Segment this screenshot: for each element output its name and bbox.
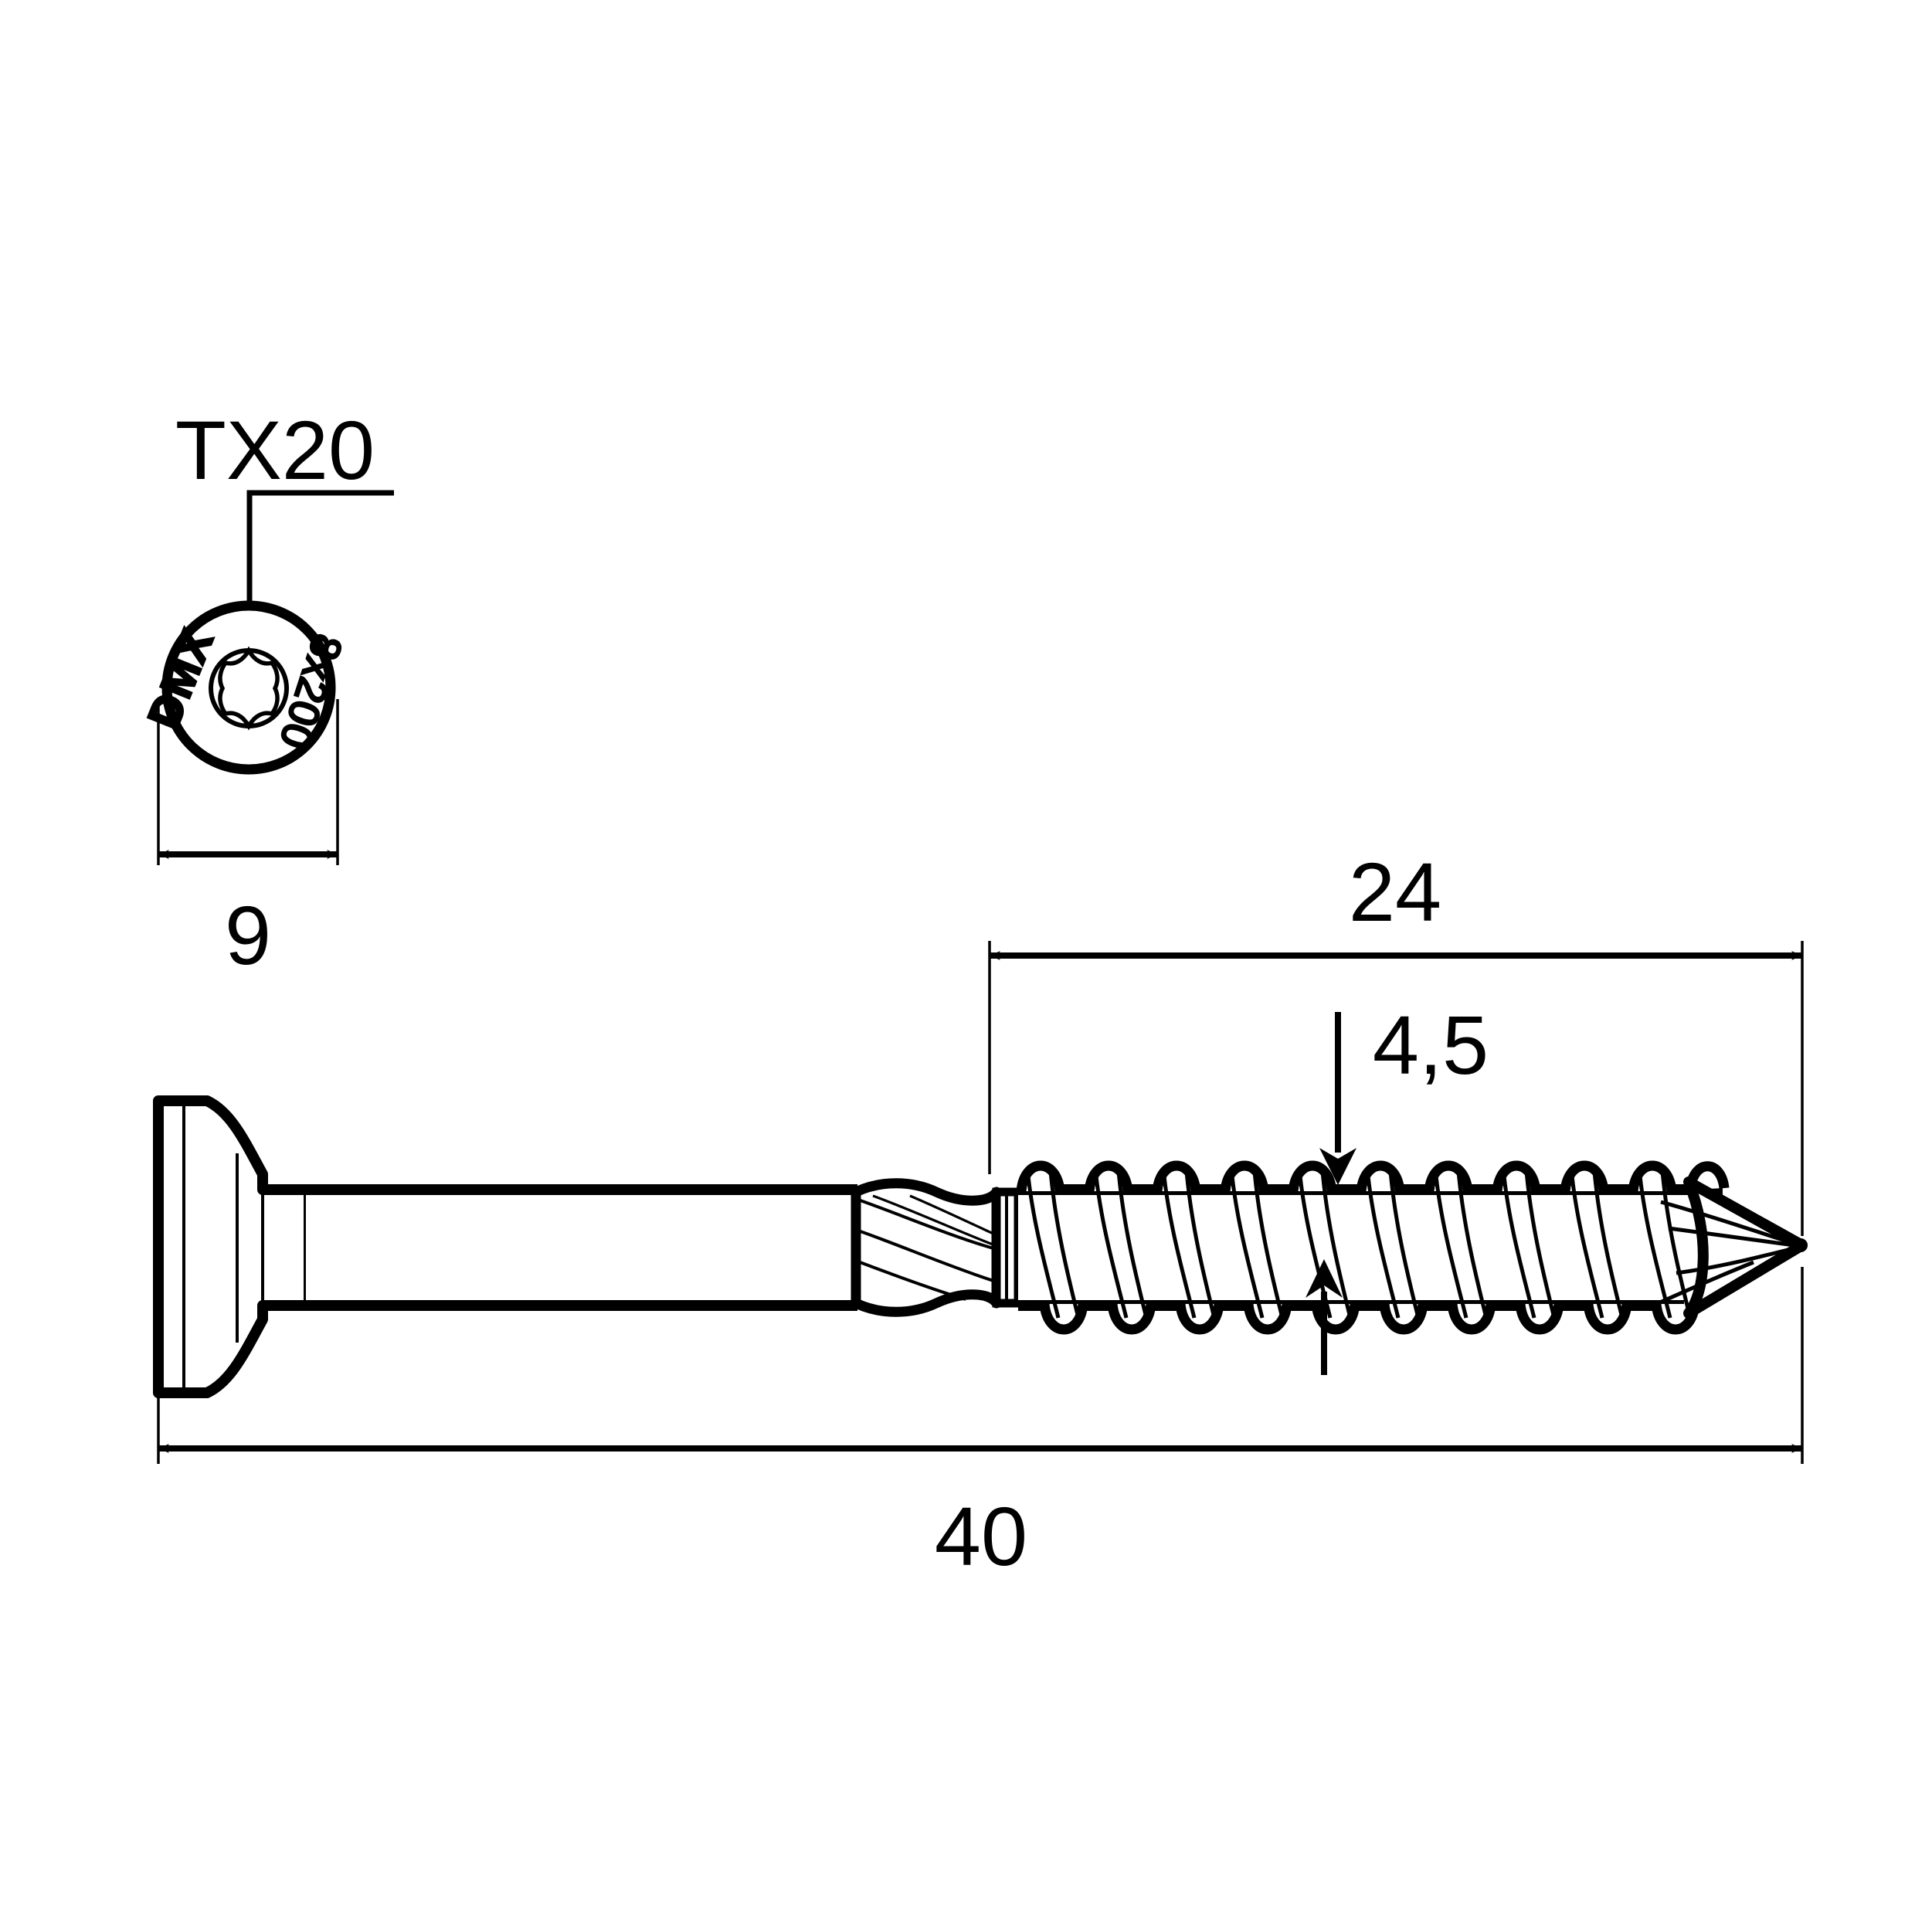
dim24-label: 24 <box>1349 845 1441 939</box>
screw-tip <box>1652 1177 1808 1319</box>
dimension-thread-length: 24 <box>988 845 1804 1236</box>
head-top-view: TX20 DMX 8x200 9 <box>137 403 394 982</box>
torx-recess-icon <box>209 646 289 731</box>
dim45-label: 4,5 <box>1373 998 1489 1092</box>
dim40-label: 40 <box>935 1489 1027 1583</box>
threaded-section <box>1016 1160 1730 1335</box>
dimension-total-length: 40 <box>157 1267 1804 1583</box>
tx20-label: TX20 <box>175 403 375 497</box>
dim9-label: 9 <box>225 888 271 982</box>
thread-roots-bottom <box>1039 1303 1700 1335</box>
dim45-arrowhead-down <box>1319 1148 1356 1185</box>
screw-side-view <box>153 1095 1808 1398</box>
plain-shank-body <box>306 1190 856 1306</box>
tx20-leader <box>242 490 394 619</box>
milling-ribs-section <box>851 1178 1023 1317</box>
dimension-thread-diameter: 4,5 <box>1306 998 1489 1375</box>
dim45-arrowhead-up <box>1306 1259 1343 1298</box>
